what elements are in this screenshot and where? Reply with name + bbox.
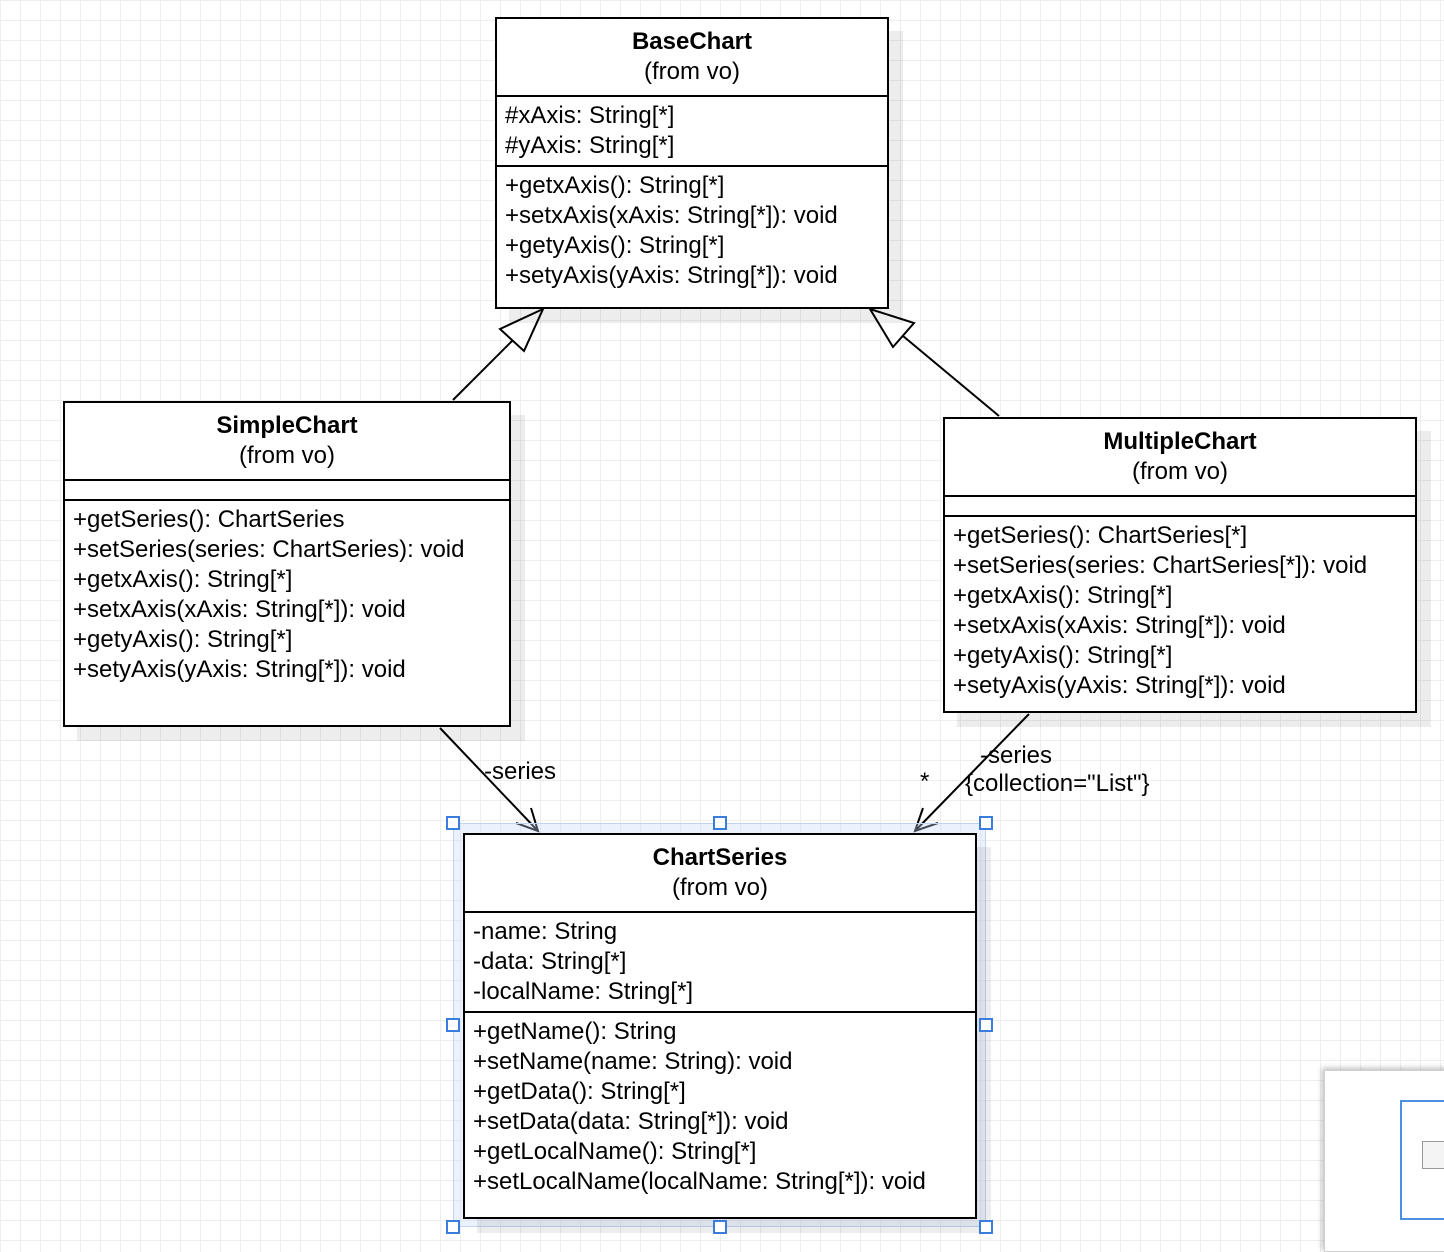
operations-compartment: +getSeries(): ChartSeries[*] +setSeries(…: [945, 517, 1415, 705]
class-header: SimpleChart (from vo): [65, 403, 509, 481]
class-name: SimpleChart: [216, 412, 358, 439]
attribute: -data: String[*]: [473, 948, 627, 975]
operations-compartment: +getName(): String +setName(name: String…: [465, 1013, 975, 1201]
operation: +setName(name: String): void: [473, 1048, 793, 1075]
operations-compartment: +getxAxis(): String[*] +setxAxis(xAxis: …: [497, 167, 887, 295]
edge-label-simple-series[interactable]: -series: [484, 758, 557, 785]
operation: +getName(): String: [473, 1018, 677, 1045]
operation: +getSeries(): ChartSeries: [73, 506, 345, 533]
attribute: #xAxis: String[*]: [505, 102, 675, 129]
resize-handle-right[interactable]: [979, 1018, 993, 1032]
class-basechart[interactable]: BaseChart (from vo) #xAxis: String[*] #y…: [495, 17, 889, 309]
operation: +getSeries(): ChartSeries[*]: [953, 522, 1248, 549]
generalization-multiplechart-basechart[interactable]: [867, 307, 1000, 417]
class-stereotype: (from vo): [672, 874, 768, 901]
operation: +getxAxis(): String[*]: [505, 172, 725, 199]
attributes-compartment: [945, 497, 1415, 517]
class-stereotype: (from vo): [644, 58, 740, 85]
attribute: #yAxis: String[*]: [505, 132, 675, 159]
attributes-compartment: [65, 481, 509, 501]
generalization-simplechart-basechart[interactable]: [452, 306, 546, 401]
operation: +setSeries(series: ChartSeries): void: [73, 536, 465, 563]
resize-handle-left[interactable]: [446, 1018, 460, 1032]
class-chartseries[interactable]: ChartSeries (from vo) -name: String -dat…: [463, 833, 977, 1219]
operation: +setxAxis(xAxis: String[*]): void: [953, 612, 1286, 639]
operation: +setSeries(series: ChartSeries[*]): void: [953, 552, 1368, 579]
operation: +getData(): String[*]: [473, 1078, 686, 1105]
attributes-compartment: -name: String -data: String[*] -localNam…: [465, 913, 975, 1013]
operations-compartment: +getSeries(): ChartSeries +setSeries(ser…: [65, 501, 509, 689]
class-header: ChartSeries (from vo): [465, 835, 975, 913]
minimap-viewport[interactable]: [1400, 1100, 1444, 1220]
class-multiplechart[interactable]: MultipleChart (from vo) +getSeries(): Ch…: [943, 417, 1417, 713]
class-stereotype: (from vo): [239, 442, 335, 469]
operation: +setLocalName(localName: String[*]): voi…: [473, 1168, 926, 1195]
edge-label-multiple-series[interactable]: -series: [980, 742, 1053, 769]
operation: +setxAxis(xAxis: String[*]): void: [505, 202, 838, 229]
operation: +getLocalName(): String[*]: [473, 1138, 757, 1165]
edge-label-multiple-constraint[interactable]: {collection="List"}: [965, 770, 1150, 797]
class-header: BaseChart (from vo): [497, 19, 887, 97]
resize-handle-top[interactable]: [713, 816, 727, 830]
class-simplechart[interactable]: SimpleChart (from vo) +getSeries(): Char…: [63, 401, 511, 727]
class-name: BaseChart: [631, 28, 753, 55]
minimap-diagram-thumbnail: [1422, 1141, 1444, 1169]
resize-handle-bottom-left[interactable]: [446, 1220, 460, 1234]
operation: +getyAxis(): String[*]: [505, 232, 725, 259]
attribute: -localName: String[*]: [473, 978, 694, 1005]
operation: +setxAxis(xAxis: String[*]): void: [73, 596, 406, 623]
resize-handle-bottom[interactable]: [713, 1220, 727, 1234]
resize-handle-top-left[interactable]: [446, 816, 460, 830]
class-header: MultipleChart (from vo): [945, 419, 1415, 497]
outline-minimap[interactable]: [1324, 1070, 1444, 1252]
operation: +getxAxis(): String[*]: [73, 566, 293, 593]
edge-label-multiplicity[interactable]: *: [920, 768, 930, 795]
operation: +setyAxis(yAxis: String[*]): void: [73, 656, 406, 683]
operation: +getyAxis(): String[*]: [73, 626, 293, 653]
operation: +getxAxis(): String[*]: [953, 582, 1173, 609]
operation: +setyAxis(yAxis: String[*]): void: [953, 672, 1286, 699]
operation: +setyAxis(yAxis: String[*]): void: [505, 262, 838, 289]
class-name: ChartSeries: [652, 844, 788, 871]
resize-handle-top-right[interactable]: [979, 816, 993, 830]
operation: +getyAxis(): String[*]: [953, 642, 1173, 669]
class-stereotype: (from vo): [1132, 458, 1228, 485]
attributes-compartment: #xAxis: String[*] #yAxis: String[*]: [497, 97, 887, 167]
class-name: MultipleChart: [1103, 428, 1257, 455]
resize-handle-bottom-right[interactable]: [979, 1220, 993, 1234]
attribute: -name: String: [473, 918, 618, 945]
operation: +setData(data: String[*]): void: [473, 1108, 789, 1135]
